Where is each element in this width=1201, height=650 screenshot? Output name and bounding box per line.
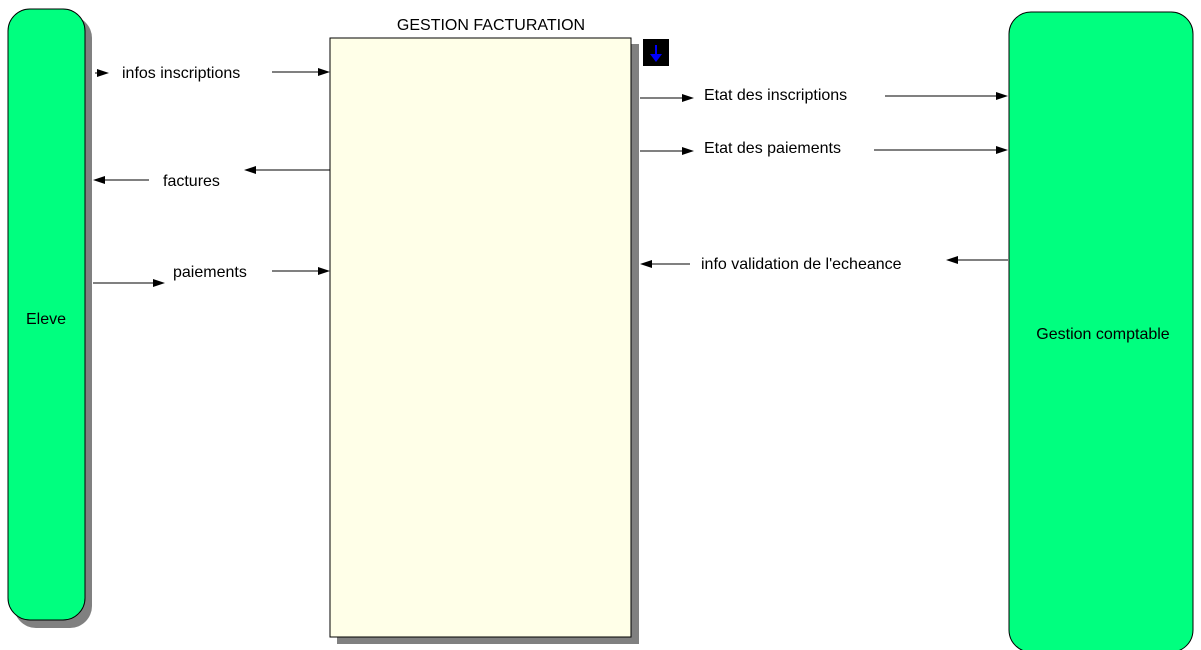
flow-paiements-head-b xyxy=(318,267,330,275)
flow-etat-paiements-head-b xyxy=(996,146,1008,154)
flow-infos-inscriptions: infos inscriptions xyxy=(95,65,330,82)
flow-etat-inscriptions-head-b xyxy=(996,92,1008,100)
process-box xyxy=(329,37,632,638)
flow-etat-paiements-label: Etat des paiements xyxy=(704,140,841,157)
actor-eleve-box xyxy=(7,8,86,621)
badge-arrow-head xyxy=(650,54,662,62)
flow-info-validation: info validation de l'echeance xyxy=(640,256,1008,273)
flow-factures-head-a xyxy=(244,166,256,174)
flow-paiements-label: paiements xyxy=(173,264,247,281)
flow-etat-inscriptions-head-a xyxy=(682,94,694,102)
flow-infos-inscriptions-label: infos inscriptions xyxy=(122,65,240,82)
flow-info-validation-label: info validation de l'echeance xyxy=(701,256,902,273)
actor-gestion-comptable-label: Gestion comptable xyxy=(1036,326,1170,343)
flow-paiements-head-a xyxy=(153,279,165,287)
flow-infos-inscriptions-head-a xyxy=(97,69,109,77)
flow-etat-inscriptions: Etat des inscriptions xyxy=(640,87,1008,104)
flow-factures-label: factures xyxy=(163,173,220,190)
actor-gestion-comptable[interactable]: Gestion comptable xyxy=(1008,11,1194,650)
flow-paiements: paiements xyxy=(93,264,330,287)
arrow-down-icon[interactable] xyxy=(643,39,669,66)
flow-factures-head-b xyxy=(93,176,105,184)
flow-etat-paiements-head-a xyxy=(682,147,694,155)
flow-etat-paiements: Etat des paiements xyxy=(640,140,1008,157)
actor-gestion-comptable-box xyxy=(1008,11,1194,650)
flow-info-validation-head-a xyxy=(946,256,958,264)
actor-eleve[interactable]: Eleve xyxy=(7,8,92,628)
process-title: GESTION FACTURATION xyxy=(397,17,585,34)
flow-infos-inscriptions-head-b xyxy=(318,68,330,76)
flow-etat-inscriptions-label: Etat des inscriptions xyxy=(704,87,847,104)
flow-info-validation-head-b xyxy=(640,260,652,268)
flow-factures: factures xyxy=(93,166,330,190)
process-gestion-facturation[interactable]: GESTION FACTURATION xyxy=(329,17,639,644)
actor-eleve-label: Eleve xyxy=(26,311,66,328)
